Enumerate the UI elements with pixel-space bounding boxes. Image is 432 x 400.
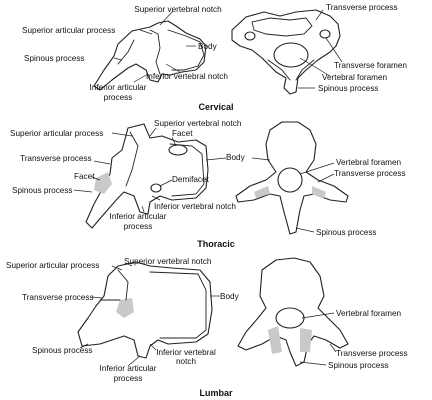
lumbar-label-inferior-articular-process-line1: Inferior articular xyxy=(100,364,157,373)
thoracic-label-transverse-process: Transverse process xyxy=(20,154,92,163)
lumbar-leaders xyxy=(79,262,337,367)
thoracic-lateral-view xyxy=(85,123,209,229)
lumbar-label-spinous-process-lateral: Spinous process xyxy=(32,346,93,355)
cervical-transverse-foramen-left xyxy=(244,31,256,41)
cervical-label-vertebral-foramen: Vertebral foramen xyxy=(322,73,388,82)
cervical-superior-body-outline xyxy=(251,17,313,37)
thoracic-label-demifacet: Demifacet xyxy=(172,175,210,184)
thoracic-label-spinous-process-superior: Spinous process xyxy=(316,228,377,237)
thoracic-superior-view xyxy=(235,121,349,235)
cervical-lateral-articular-line xyxy=(149,29,161,75)
lumbar-label-transverse-process: Transverse process xyxy=(22,293,94,302)
lumbar-vertebral-foramen xyxy=(275,307,305,329)
cervical-label-spinous-process-lateral: Spinous process xyxy=(24,54,85,63)
lumbar-section: Superior articular process Superior vert… xyxy=(6,257,408,398)
thoracic-lateral-demifacet xyxy=(150,183,162,193)
thoracic-label-spinous-process-lateral: Spinous process xyxy=(12,186,73,195)
cervical-lateral-bone xyxy=(93,20,207,91)
lumbar-lateral-shade xyxy=(116,298,134,318)
lumbar-superior-shade-left xyxy=(268,326,282,354)
thoracic-section: Superior articular process Superior vert… xyxy=(10,119,406,249)
lumbar-superior-view xyxy=(237,257,349,367)
cervical-title: Cervical xyxy=(198,102,233,112)
thoracic-label-inferior-articular-process-line1: Inferior articular xyxy=(110,212,167,221)
thoracic-label-facet-top: Facet xyxy=(172,129,193,138)
thoracic-label-body: Body xyxy=(226,153,246,162)
lumbar-label-inferior-vertebral-notch-line2: notch xyxy=(176,357,196,366)
lumbar-label-body: Body xyxy=(220,292,240,301)
lumbar-lateral-view xyxy=(77,261,213,359)
cervical-leaders xyxy=(113,9,343,89)
thoracic-lateral-facet-top xyxy=(168,144,188,156)
thoracic-vertebral-foramen xyxy=(277,167,303,193)
thoracic-label-transverse-process-superior: Transverse process xyxy=(334,169,406,178)
lumbar-lateral-process-line xyxy=(99,269,129,301)
lumbar-label-superior-vertebral-notch: Superior vertebral notch xyxy=(124,257,212,266)
thoracic-label-vertebral-foramen: Vertebral foramen xyxy=(336,158,402,167)
thoracic-lateral-facet-shade xyxy=(94,172,112,194)
thoracic-lateral-body-line xyxy=(169,143,205,197)
cervical-label-spinous-process-superior: Spinous process xyxy=(318,84,379,93)
thoracic-leaders xyxy=(73,127,335,233)
lumbar-title: Lumbar xyxy=(199,388,233,398)
lumbar-label-transverse-process-superior: Transverse process xyxy=(336,349,408,358)
cervical-superior-lamina-line xyxy=(267,59,315,81)
cervical-label-transverse-process: Transverse process xyxy=(326,3,398,12)
thoracic-lateral-process-line xyxy=(125,131,139,187)
thoracic-label-inferior-vertebral-notch: Inferior vertebral notch xyxy=(154,202,236,211)
cervical-superior-view xyxy=(231,9,341,95)
cervical-vertebral-foramen xyxy=(273,42,309,68)
thoracic-label-superior-vertebral-notch: Superior vertebral notch xyxy=(154,119,242,128)
thoracic-title: Thoracic xyxy=(197,239,235,249)
thoracic-superior-shade-left xyxy=(254,186,270,198)
lumbar-lateral-body-line xyxy=(149,271,207,339)
cervical-label-superior-vertebral-notch: Superior vertebral notch xyxy=(134,5,222,14)
thoracic-label-facet-left: Facet xyxy=(74,172,95,181)
lumbar-label-inferior-vertebral-notch-line1: Inferior vertebral xyxy=(156,348,216,357)
lumbar-label-spinous-process-superior: Spinous process xyxy=(328,361,389,370)
lumbar-label-superior-articular-process: Superior articular process xyxy=(6,261,99,270)
cervical-section: Superior vertebral notch Superior articu… xyxy=(22,3,407,112)
thoracic-label-superior-articular-process: Superior articular process xyxy=(10,129,103,138)
lumbar-lateral-bone xyxy=(77,261,213,359)
cervical-lateral-view xyxy=(93,20,207,91)
cervical-label-inferior-articular-process-line1: Inferior articular xyxy=(90,83,147,92)
cervical-lateral-body-outline xyxy=(167,29,205,71)
cervical-label-inferior-vertebral-notch: Inferior vertebral notch xyxy=(146,72,228,81)
cervical-label-superior-articular-process: Superior articular process xyxy=(22,26,115,35)
lumbar-label-inferior-articular-process-line2: process xyxy=(114,374,143,383)
thoracic-superior-shade-right xyxy=(312,186,326,198)
cervical-label-inferior-articular-process-line2: process xyxy=(104,93,133,102)
cervical-transverse-foramen-right xyxy=(319,29,331,39)
cervical-label-transverse-foramen: Transverse foramen xyxy=(334,61,407,70)
lumbar-superior-shade-right xyxy=(300,328,312,352)
cervical-label-body: Body xyxy=(198,42,218,51)
thoracic-label-inferior-articular-process-line2: process xyxy=(124,222,153,231)
lumbar-label-vertebral-foramen: Vertebral foramen xyxy=(336,309,402,318)
